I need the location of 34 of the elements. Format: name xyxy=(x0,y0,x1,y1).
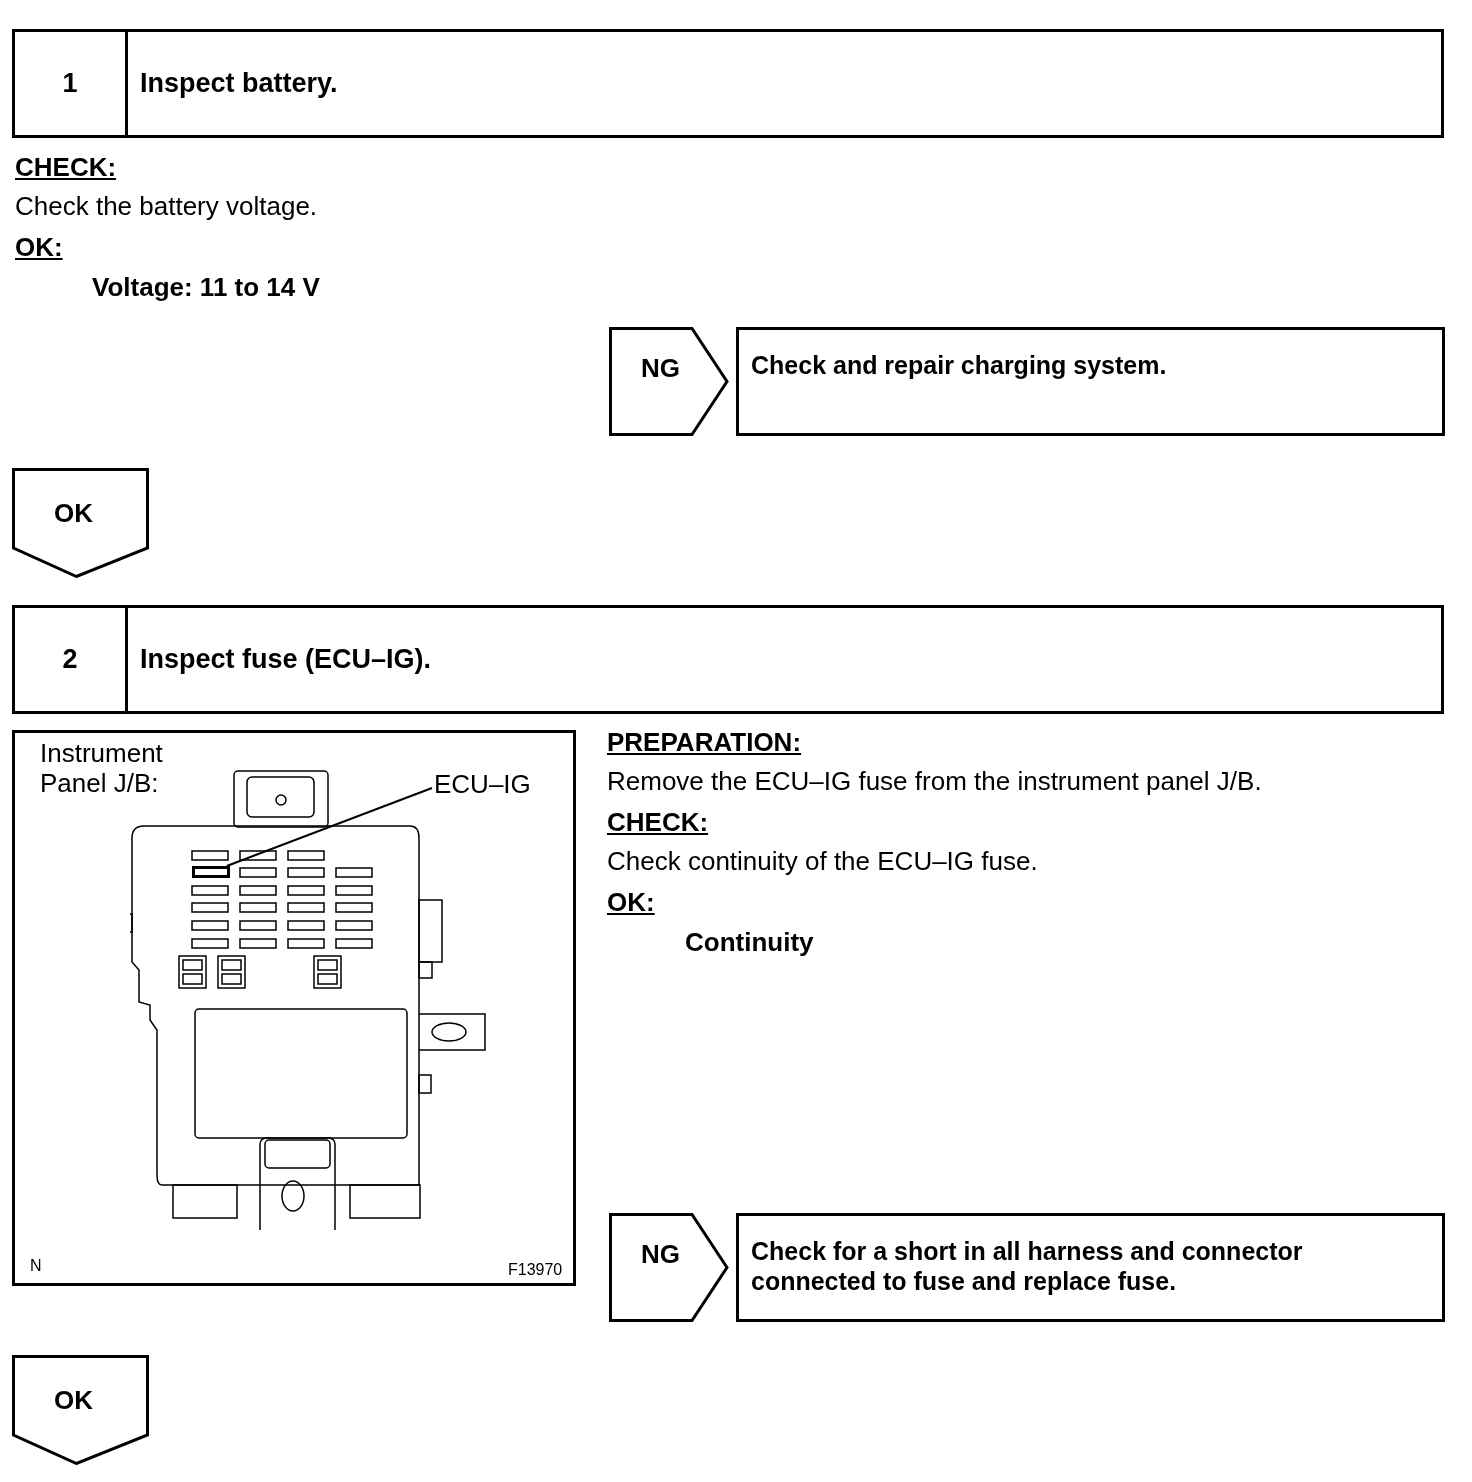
tag-label: NG xyxy=(641,1238,680,1271)
step-title: Inspect fuse (ECU–IG). xyxy=(140,643,432,677)
leader-line xyxy=(225,787,433,867)
section-heading: OK: xyxy=(607,886,655,918)
step-number: 1 xyxy=(62,67,78,101)
ok-tag xyxy=(12,468,149,578)
spec-value: Voltage: 11 to 14 V xyxy=(92,271,320,303)
step-title: Inspect battery. xyxy=(140,67,338,101)
step-box xyxy=(12,605,1444,714)
instruction-text: Remove the ECU–IG fuse from the instrument panel J/B. xyxy=(607,766,1262,796)
tag-label: OK xyxy=(54,1384,93,1417)
ok-tag xyxy=(12,1355,149,1465)
figure-code: F13970 xyxy=(508,1260,563,1280)
action-text: Check for a short in all harness and connector connected to fuse and replace fuse. xyxy=(751,1236,1304,1296)
instruction-text: Check the battery voltage. xyxy=(15,191,318,221)
result-box xyxy=(736,327,1445,436)
section-heading: OK: xyxy=(15,231,63,263)
ng-tag xyxy=(609,1213,729,1322)
spec-value: Continuity xyxy=(685,926,814,958)
section-heading: CHECK: xyxy=(607,806,709,838)
callout-text: ECU–IG xyxy=(434,768,531,800)
instruction-text: Instrument Panel J/B: xyxy=(40,738,164,798)
ng-tag xyxy=(609,327,729,436)
section-heading: PREPARATION: xyxy=(607,726,802,758)
figure-code: N xyxy=(30,1256,42,1276)
step-number: 2 xyxy=(62,643,78,677)
action-text: Check and repair charging system. xyxy=(751,350,1168,380)
section-heading: CHECK: xyxy=(15,151,117,183)
result-box xyxy=(736,1213,1445,1322)
highlighted-fuse xyxy=(192,866,230,878)
step-box xyxy=(12,29,1444,138)
instruction-text: Check continuity of the ECU–IG fuse. xyxy=(607,846,1038,876)
tag-label: NG xyxy=(641,352,680,385)
tag-label: OK xyxy=(54,497,93,530)
